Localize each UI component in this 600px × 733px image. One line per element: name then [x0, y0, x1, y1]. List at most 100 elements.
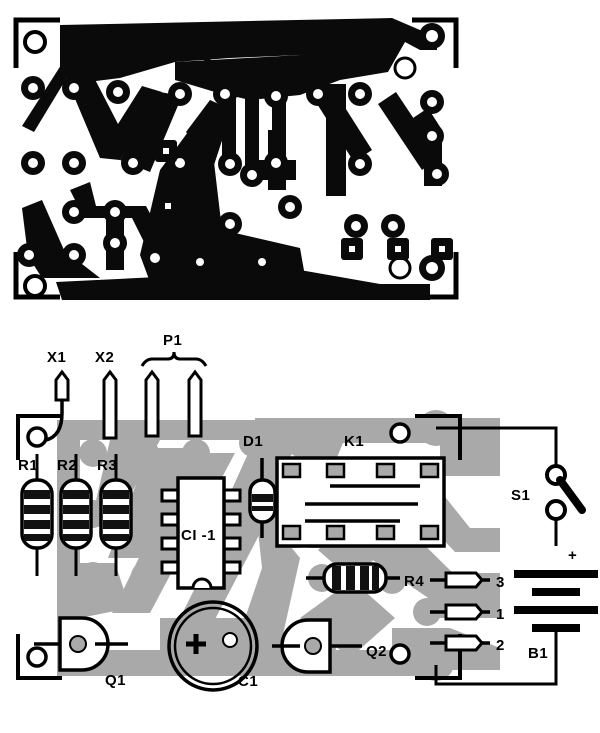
- trace-left-vee: [62, 62, 162, 160]
- layout-hole-top-right: [389, 422, 411, 444]
- battery-plate-long-2: [514, 606, 598, 614]
- switch-s1-blade: [556, 476, 586, 514]
- layout-hole-bottom-right: [389, 643, 411, 665]
- shade-right-rail: [440, 420, 500, 476]
- component-layout-artwork: X1 X2 P1 R1: [0, 318, 600, 733]
- shade-q2-pour: [300, 580, 395, 658]
- label-terminal-1: 1: [496, 606, 505, 623]
- transistor-q1-center-lead: [69, 635, 87, 653]
- label-s1: S1: [511, 487, 530, 504]
- resistor-r3-color-bands: [103, 490, 129, 541]
- resistor-r1-color-bands: [24, 490, 50, 541]
- layout-mounting-holes: [26, 422, 411, 668]
- relay-k1-body-lines: [305, 484, 420, 523]
- mounting-hole-bottom-left: [23, 274, 47, 298]
- integrated-circuit-ci1: [160, 476, 242, 590]
- mounting-holes: [23, 30, 417, 298]
- output-terminal-3: [430, 571, 490, 589]
- label-c1: C1: [238, 673, 258, 690]
- mounting-hole-bottom-right: [388, 256, 412, 280]
- label-d1: D1: [243, 433, 263, 450]
- label-x2: X2: [95, 349, 114, 366]
- label-r2: R2: [57, 457, 77, 474]
- layout-outline-brackets: [16, 414, 462, 680]
- label-r4: R4: [404, 573, 424, 590]
- trace-center-upper: [186, 100, 232, 165]
- capacitor-c1: [167, 600, 259, 692]
- diode-d1-band: [252, 494, 273, 502]
- shade-q1-pour: [57, 563, 130, 618]
- resistor-r1: [20, 454, 54, 576]
- layout-hole-top-left: [26, 426, 48, 448]
- capacitor-c1-inner: [173, 606, 253, 686]
- transistor-q2-center-lead: [304, 637, 322, 655]
- trace-mid-vertical-2: [245, 96, 259, 178]
- label-r3: R3: [97, 457, 117, 474]
- output-terminal-3-pin: [444, 571, 484, 589]
- pcb-copper-trace-panel: [0, 0, 600, 318]
- trace-bottom-taper: [245, 250, 306, 282]
- terminal-x1-pin: [54, 369, 70, 402]
- label-x1: X1: [47, 349, 66, 366]
- solder-pads-square: [155, 140, 453, 260]
- terminal-x1: [45, 369, 70, 442]
- output-terminal-2: [430, 634, 490, 652]
- label-k1: K1: [344, 433, 364, 450]
- corner-bracket-top-left: [13, 17, 60, 68]
- output-terminal-1: [430, 603, 490, 621]
- terminal-x1-wire: [45, 394, 64, 442]
- ci1-body: [176, 476, 226, 590]
- battery-plate-short-2: [532, 624, 580, 632]
- trace-top-main-bus: [60, 18, 437, 82]
- relay-k1-pads: [281, 462, 440, 541]
- resistor-r3: [99, 454, 133, 576]
- capacitor-c1-lead-hole: [222, 632, 238, 648]
- relay-k1-body: [275, 456, 446, 548]
- pcb-copper-artwork: [0, 0, 600, 318]
- label-p1: P1: [163, 332, 182, 349]
- mounting-hole-top-right: [393, 56, 417, 80]
- mounting-hole-top-left: [23, 30, 47, 54]
- capacitor-c1-plus-mark: [186, 634, 206, 654]
- layout-corner-bottom-left: [16, 634, 62, 680]
- component-layout-panel: X1 X2 P1 R1: [0, 318, 600, 733]
- resistor-r2-color-bands: [63, 490, 89, 541]
- trace-right-vertical-1: [326, 84, 346, 196]
- trace-bottom-bus: [56, 270, 430, 300]
- solder-pads-round: [17, 23, 449, 281]
- trace-second-bus: [66, 46, 252, 86]
- battery-plate-long-1: [514, 570, 598, 578]
- label-terminal-3: 3: [496, 574, 505, 591]
- battery-b1: [514, 570, 598, 684]
- layout-corner-top-left: [16, 414, 62, 460]
- layout-corner-top-right: [415, 414, 462, 460]
- terminal-p1-pin-a: [144, 369, 160, 438]
- capacitor-c1-outer: [167, 600, 259, 692]
- trace-bottom-left-pour: [22, 200, 100, 278]
- label-terminal-2: 2: [496, 637, 505, 654]
- layout-hole-bottom-left: [26, 646, 48, 668]
- trace-top-pour-right: [300, 30, 405, 95]
- relay-k1: [275, 456, 446, 548]
- label-ci1: CI -1: [181, 527, 216, 544]
- label-r1: R1: [18, 457, 38, 474]
- terminal-p1: [140, 351, 208, 438]
- resistor-r4: [306, 562, 400, 594]
- terminal-p1-bracket: [140, 351, 208, 367]
- battery-plate-short-1: [532, 588, 580, 596]
- switch-s1: [545, 464, 586, 521]
- corner-bracket-bottom-left: [13, 252, 60, 300]
- transistor-q1: [34, 616, 128, 672]
- battery-b1-plates: [514, 570, 598, 632]
- corner-bracket-top-right: [412, 17, 459, 68]
- label-q1: Q1: [105, 672, 126, 689]
- wire-board-to-switch: [436, 426, 558, 466]
- label-battery-plus: +: [568, 547, 577, 564]
- output-terminal-2-pin: [444, 634, 484, 652]
- label-b1: B1: [528, 645, 548, 662]
- terminal-x2: [102, 369, 118, 440]
- switch-s1-contact-bottom: [545, 499, 567, 521]
- resistor-r4-color-bands: [332, 566, 379, 590]
- output-terminal-1-pin: [444, 603, 484, 621]
